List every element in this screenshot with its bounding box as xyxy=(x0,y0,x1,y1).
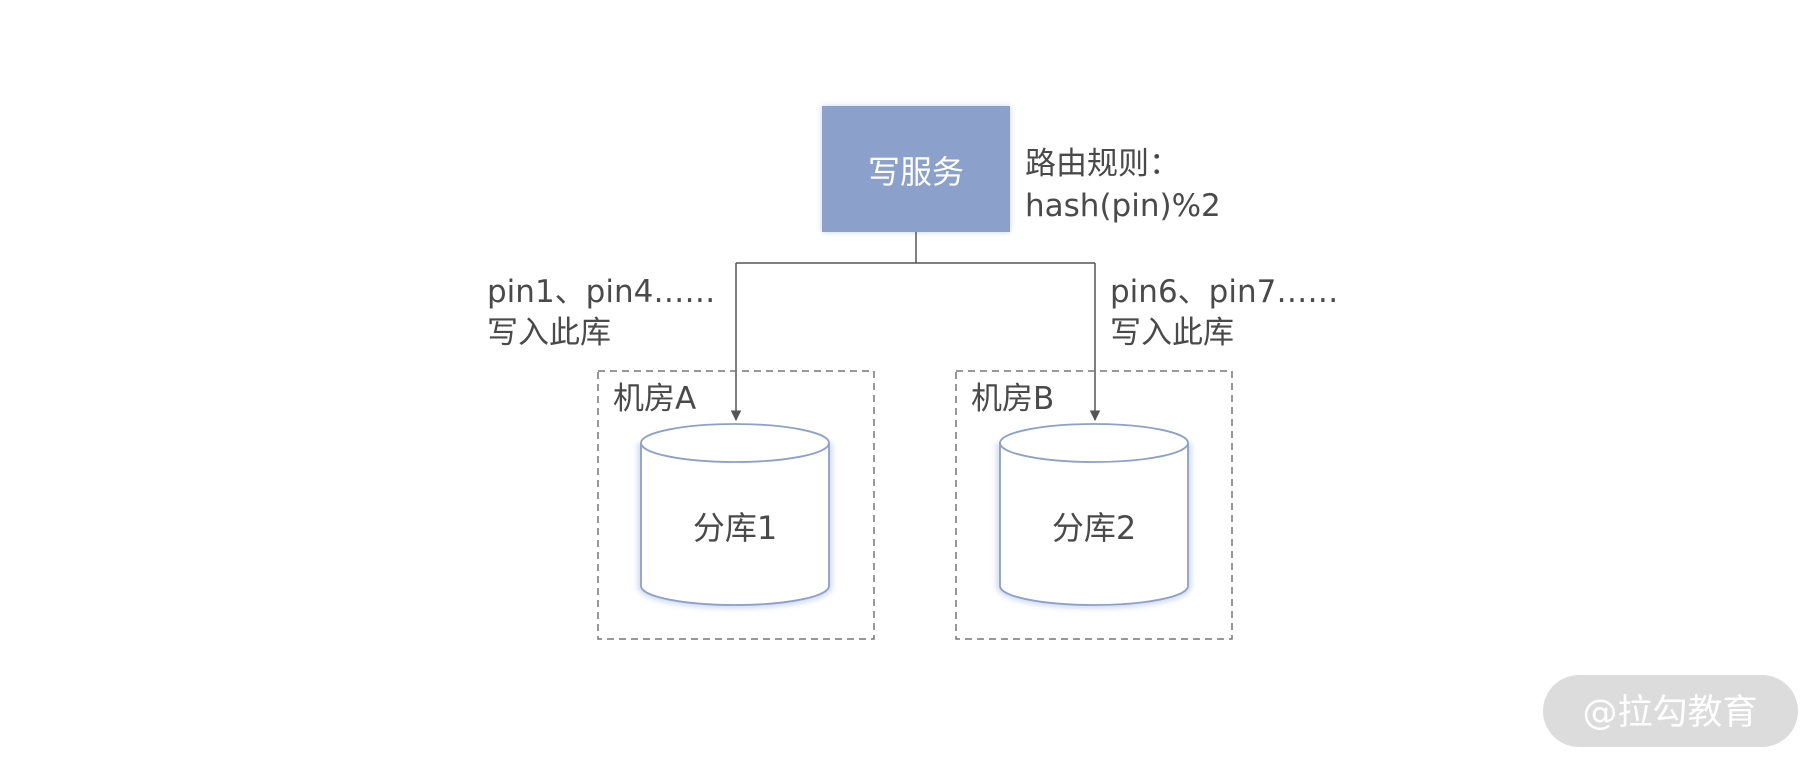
left-route-caption: pin1、pin4…… 写入此库 xyxy=(487,274,715,351)
room-a-border xyxy=(597,370,875,640)
right-route-desc: 写入此库 xyxy=(1110,315,1234,351)
connectors xyxy=(730,232,1101,422)
room-b-label: 机房B xyxy=(971,381,1054,417)
write-service-label: 写服务 xyxy=(868,153,964,191)
watermark-badge xyxy=(1543,675,1798,747)
shard-1-database: 分库1 xyxy=(638,423,832,608)
shard-2-label: 分库2 xyxy=(1052,509,1136,547)
watermark-text: @拉勾教育 xyxy=(1582,693,1757,733)
shard-1-label: 分库1 xyxy=(693,509,777,547)
left-route-pins: pin1、pin4…… xyxy=(487,274,715,310)
right-route-caption: pin6、pin7…… 写入此库 xyxy=(1110,274,1338,351)
routing-rule: 路由规则： hash(pin)%2 xyxy=(1025,146,1221,224)
left-route-desc: 写入此库 xyxy=(487,315,611,351)
routing-rule-title: 路由规则： xyxy=(1025,146,1180,182)
shard-2-database: 分库2 xyxy=(997,423,1191,608)
room-a: 机房A 分库1 xyxy=(597,370,875,640)
routing-rule-formula: hash(pin)%2 xyxy=(1025,188,1221,224)
room-b-border xyxy=(955,370,1233,640)
room-a-label: 机房A xyxy=(613,381,696,417)
write-service-box xyxy=(822,106,1010,232)
watermark: @拉勾教育 xyxy=(1543,675,1798,747)
write-service-node: 写服务 xyxy=(822,106,1010,232)
right-route-pins: pin6、pin7…… xyxy=(1110,274,1338,310)
room-b: 机房B 分库2 xyxy=(955,370,1233,640)
